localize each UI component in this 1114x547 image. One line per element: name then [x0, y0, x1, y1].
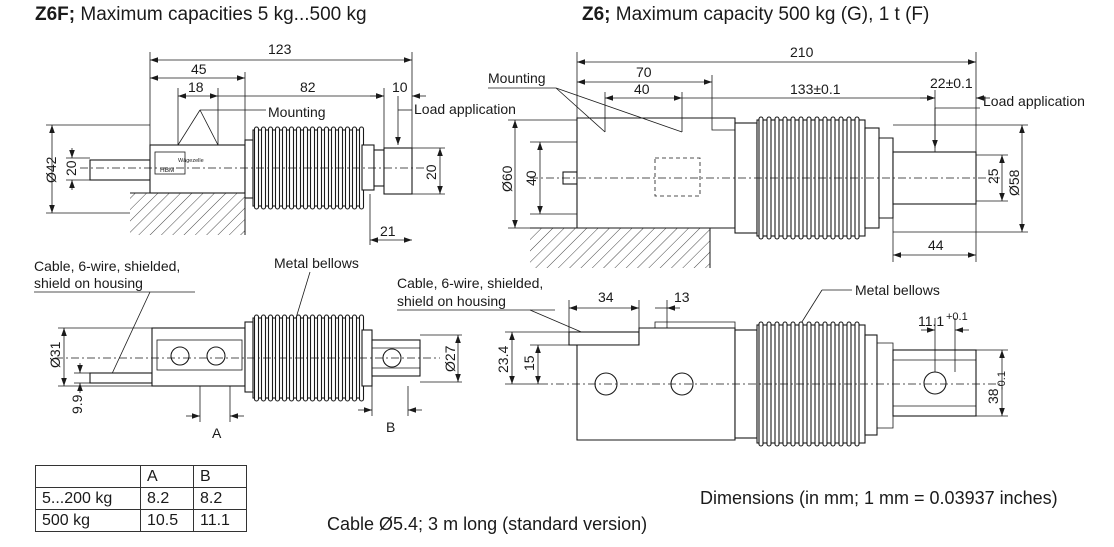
dim-45: 45 — [191, 61, 207, 77]
dim-44: 44 — [928, 237, 944, 253]
dim-dia58: Ø58 — [1006, 169, 1022, 196]
cable-label-line1: Cable, 6-wire, shielded, — [397, 275, 543, 291]
cable-note: Cable Ø5.4; 3 m long (standard version) — [327, 514, 648, 534]
mounting-hole-1 — [170, 346, 190, 366]
dim-25: 25 — [985, 168, 1001, 184]
mounting-surface-hatch — [530, 228, 710, 268]
dim-10: 10 — [392, 79, 408, 95]
dimensions-note: Dimensions (in mm; 1 mm = 0.03937 inches… — [700, 488, 1058, 508]
dim-123: 123 — [268, 41, 292, 57]
table-header-cell: B — [193, 465, 247, 488]
load-application-label: Load application — [414, 101, 516, 117]
table-row: 500 kg 10.5 11.1 — [35, 509, 247, 532]
dim-dia60: Ø60 — [499, 165, 515, 192]
table-header-cell: A — [140, 465, 194, 488]
bellows-label: Metal bellows — [855, 282, 940, 298]
housing-block — [151, 327, 246, 387]
left-title: Z6F; Maximum capacities 5 kg...500 kg — [35, 4, 367, 26]
cable — [89, 372, 153, 384]
right-title-text: Maximum capacity 500 kg (G), 1 t (F) — [610, 4, 930, 25]
dim-38-tolerance: -0.1 — [996, 371, 1008, 390]
bellows-rib — [253, 314, 260, 402]
load-pin — [383, 147, 413, 195]
cable-stub — [89, 159, 151, 181]
left-title-text: Maximum capacities 5 kg...500 kg — [75, 4, 367, 25]
hbm-label-plate — [154, 151, 186, 175]
table-cell: 500 kg — [35, 509, 141, 532]
load-hole — [923, 371, 947, 395]
dim-21: 21 — [380, 223, 396, 239]
dim-22: 22±0.1 — [930, 75, 973, 91]
table-cell: 8.2 — [193, 487, 247, 510]
table-cell: 8.2 — [140, 487, 194, 510]
dim-dia31: Ø31 — [47, 341, 63, 368]
z6-top-view: Cable, 6-wire, shielded, shield on housi… — [397, 275, 1008, 447]
dim-20-right: 20 — [423, 164, 439, 180]
cable-label-line1: Cable, 6-wire, shielded, — [34, 258, 180, 274]
dim-40-vertical: 40 — [523, 170, 539, 186]
dim-210: 210 — [790, 44, 814, 60]
table-cell: 11.1 — [193, 509, 247, 532]
table-cell: 10.5 — [140, 509, 194, 532]
dim-13: 13 — [674, 289, 690, 305]
dim-20-left: 20 — [63, 160, 79, 176]
label-a: A — [212, 425, 222, 441]
table-row: 5...200 kg 8.2 8.2 — [35, 487, 247, 510]
dim-18: 18 — [188, 79, 204, 95]
dim-34: 34 — [598, 289, 614, 305]
dim-38: 38 — [985, 388, 1001, 404]
dim-82: 82 — [300, 79, 316, 95]
dim-133: 133±0.1 — [790, 81, 841, 97]
z6f-side-view: Wägezelle HBM 123 45 18 82 10 Load appli… — [43, 41, 516, 245]
dim-40: 40 — [634, 81, 650, 97]
housing-label: Wägezelle — [178, 158, 204, 164]
right-title-model: Z6; — [582, 4, 611, 25]
cable-label-line2: shield on housing — [34, 275, 143, 291]
dim-15: 15 — [521, 355, 537, 371]
bellows-rib — [267, 126, 274, 210]
z6-housing-block — [576, 117, 736, 229]
bellows-label: Metal bellows — [274, 255, 359, 271]
left-title-model: Z6F; — [35, 4, 76, 25]
bellows-rib — [274, 314, 281, 402]
z6-side-view: 210 70 40 133±0.1 22±0.1 Load applicatio… — [488, 44, 1085, 268]
dim-9-9: 9.9 — [69, 394, 85, 414]
label-b: B — [386, 419, 395, 435]
table-header-cell — [35, 465, 141, 488]
right-title: Z6; Maximum capacity 500 kg (G), 1 t (F) — [582, 4, 929, 26]
dim-dia27: Ø27 — [442, 345, 458, 372]
table-cell: 5...200 kg — [35, 487, 141, 510]
cable — [568, 331, 640, 346]
mounting-surface-hatch — [130, 193, 245, 235]
load-application-label: Load application — [983, 93, 1085, 109]
dim-11-1-tolerance: +0.1 — [946, 311, 968, 323]
hbm-logo: HBM — [160, 167, 174, 174]
table-header-row: A B — [35, 465, 247, 488]
dim-70: 70 — [636, 64, 652, 80]
z6f-top-view: Cable, 6-wire, shielded, shield on housi… — [34, 255, 462, 441]
dim-11-1: 11.1 — [918, 313, 944, 329]
mounting-hole-2 — [206, 346, 226, 366]
cable-label-line2: shield on housing — [397, 293, 506, 309]
mounting-label: Mounting — [488, 70, 546, 86]
mounting-label: Mounting — [268, 104, 326, 120]
dim-dia42: Ø42 — [43, 156, 59, 183]
dim-23-4: 23.4 — [495, 346, 511, 373]
dimension-ab-table: A B 5...200 kg 8.2 8.2 500 kg 10.5 11.1 — [35, 465, 247, 532]
